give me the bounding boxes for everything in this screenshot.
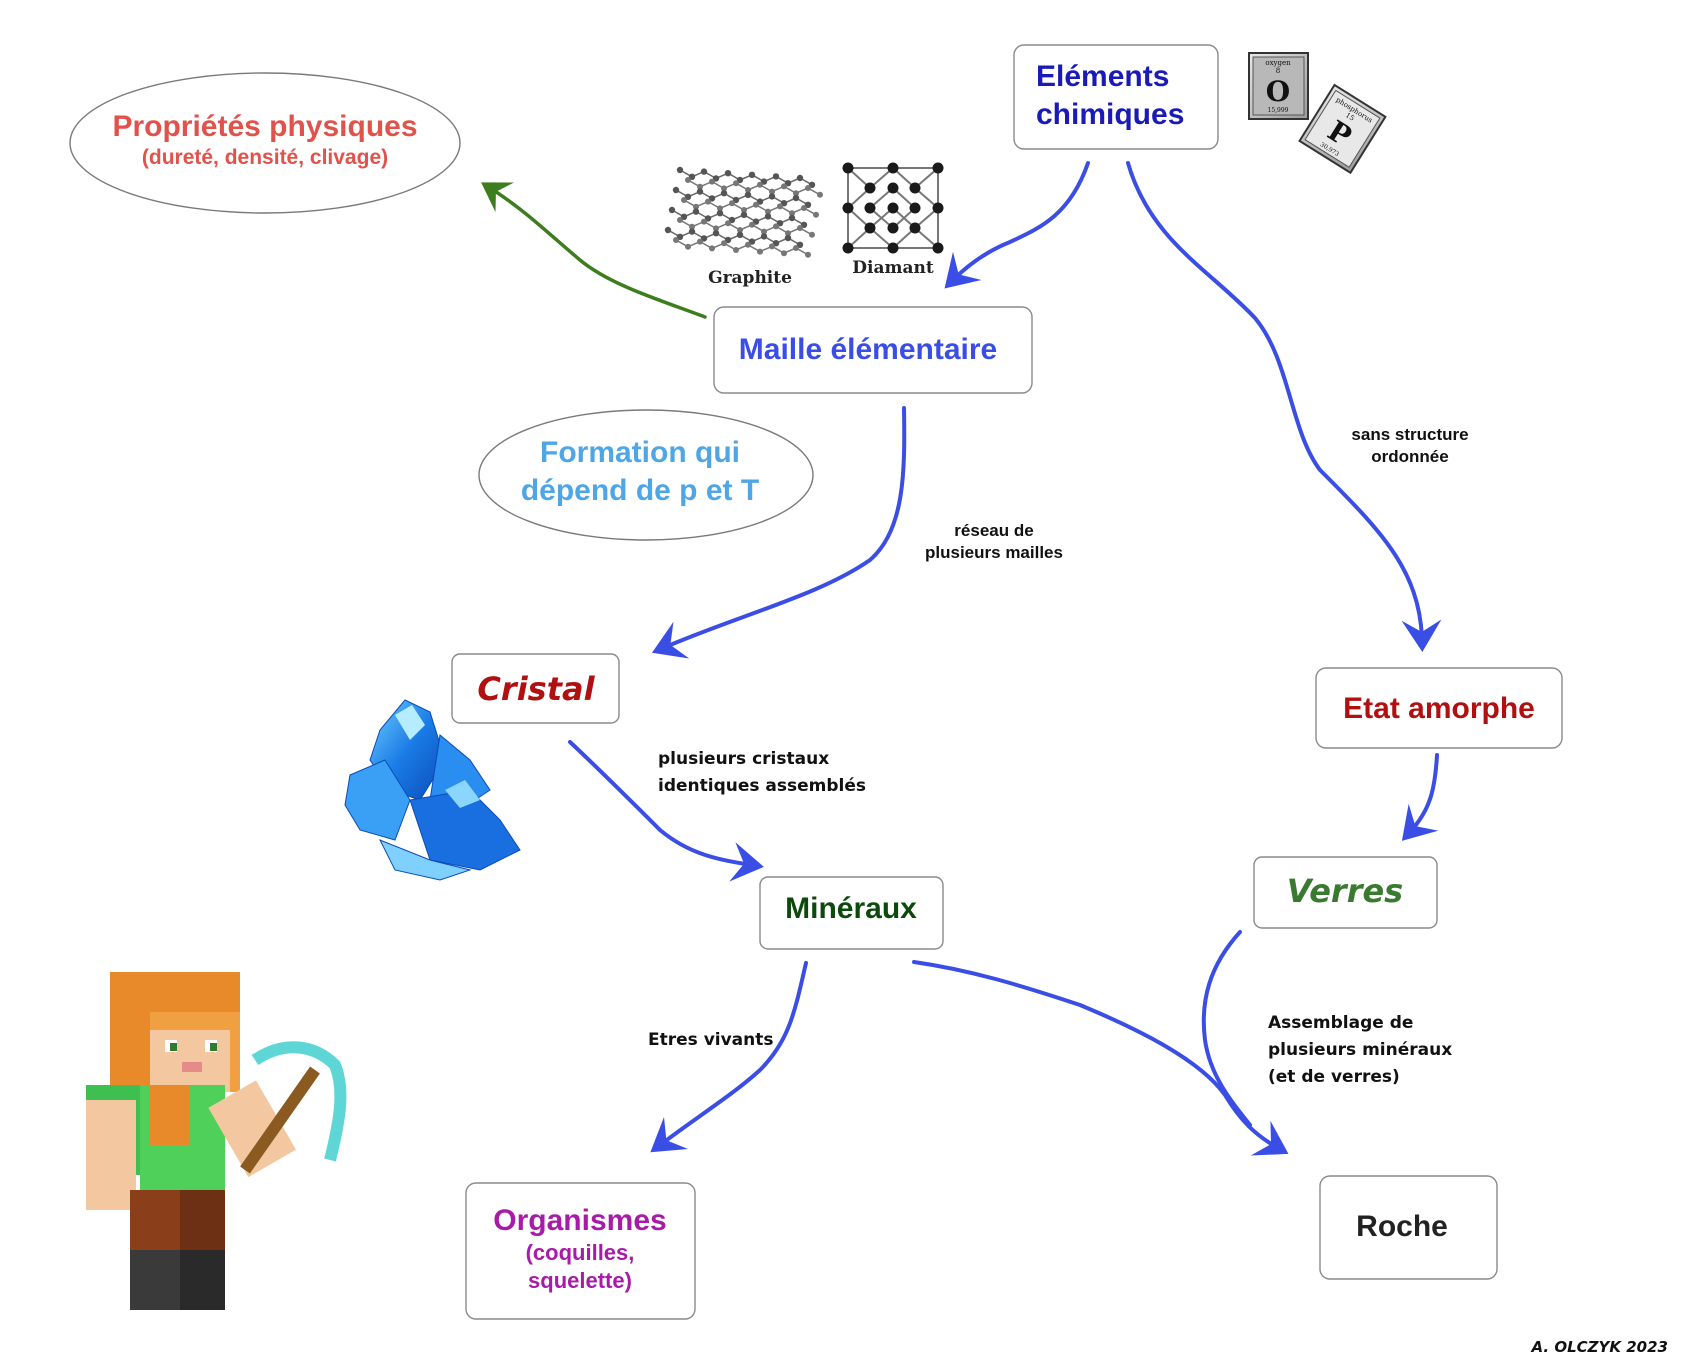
node-verres: Verres [1253, 856, 1438, 929]
organismes-line2: (coquilles, [526, 1240, 635, 1265]
label-reseau-1: réseau de [954, 521, 1033, 540]
organismes-title: Organismes [493, 1204, 666, 1237]
maille-label: Maille élémentaire [739, 333, 997, 366]
verres-label: Verres [1287, 872, 1403, 910]
oxygen-mass: 15,999 [1268, 107, 1289, 114]
oxygen-symbol: O [1266, 75, 1290, 108]
arrow-verres-to-roche [1201, 930, 1252, 1127]
graphite-structure-icon [664, 166, 823, 258]
roche-label: Roche [1356, 1210, 1448, 1243]
oxygen-number: 8 [1276, 67, 1280, 75]
node-elements-chimiques: Eléments chimiques [1013, 44, 1219, 150]
node-maille-elementaire: Maille élémentaire [713, 306, 1033, 394]
diamant-label: Diamant [852, 258, 934, 278]
oxygen-tile-icon: oxygen 8 O 15,999 [1248, 52, 1309, 120]
formation-line1: Formation qui [540, 436, 740, 469]
label-reseau-2: plusieurs mailles [925, 543, 1063, 562]
arrow-mineraux-to-organismes [650, 961, 808, 1153]
node-cristal: Cristal [451, 653, 620, 724]
label-assemblage-1: Assemblage de [1268, 1013, 1413, 1033]
node-proprietes-physiques: Propriétés physiques (dureté, densité, c… [69, 72, 461, 214]
label-etres-vivants: Etres vivants [648, 1030, 774, 1050]
arrow-maille-to-cristal [651, 406, 907, 659]
arrow-etat-amorphe-to-verres [1401, 753, 1439, 841]
node-mineraux: Minéraux [759, 876, 944, 950]
node-etat-amorphe: Etat amorphe [1315, 667, 1563, 749]
arrow-cristal-to-mineraux [568, 740, 764, 882]
label-assemblage-2: plusieurs minéraux [1268, 1040, 1452, 1060]
elements-line1: Eléments [1036, 60, 1169, 93]
proprietes-subtitle: (dureté, densité, clivage) [142, 146, 388, 169]
miner-character-icon [86, 972, 347, 1310]
arrow-maille-to-proprietes [481, 182, 707, 319]
arrow-mineraux-to-roche [912, 960, 1289, 1156]
phosphorus-number: 15 [1344, 111, 1356, 123]
label-assemblage-3: (et de verres) [1268, 1067, 1400, 1087]
diamond-structure-icon [842, 162, 944, 254]
label-plusieurs-cristaux-2: identiques assemblés [658, 776, 866, 796]
arrow-elements-to-etat-amorphe [1126, 161, 1442, 652]
blue-crystal-icon [344, 699, 521, 881]
etat-amorphe-label: Etat amorphe [1343, 692, 1535, 725]
organismes-line3: squelette) [528, 1268, 632, 1293]
arrow-elements-to-maille [944, 161, 1090, 289]
mineraux-label: Minéraux [785, 892, 917, 925]
oxygen-name: oxygen [1265, 59, 1291, 67]
node-formation: Formation qui dépend de p et T [478, 409, 814, 541]
label-sans-structure-1: sans structure [1351, 425, 1468, 444]
node-organismes: Organismes (coquilles, squelette) [465, 1182, 696, 1320]
node-roche: Roche [1319, 1175, 1498, 1280]
label-sans-structure-2: ordonnée [1371, 447, 1448, 466]
proprietes-title: Propriétés physiques [112, 110, 417, 143]
elements-line2: chimiques [1036, 98, 1184, 131]
credit: A. OLCZYK 2023 [1531, 1338, 1668, 1356]
label-plusieurs-cristaux-1: plusieurs cristaux [658, 749, 829, 769]
graphite-label: Graphite [708, 268, 792, 288]
formation-line2: dépend de p et T [521, 474, 759, 507]
cristal-label: Cristal [477, 670, 595, 708]
phosphorus-tile-icon: phosphorus 15 P 30,973 [1298, 83, 1387, 175]
